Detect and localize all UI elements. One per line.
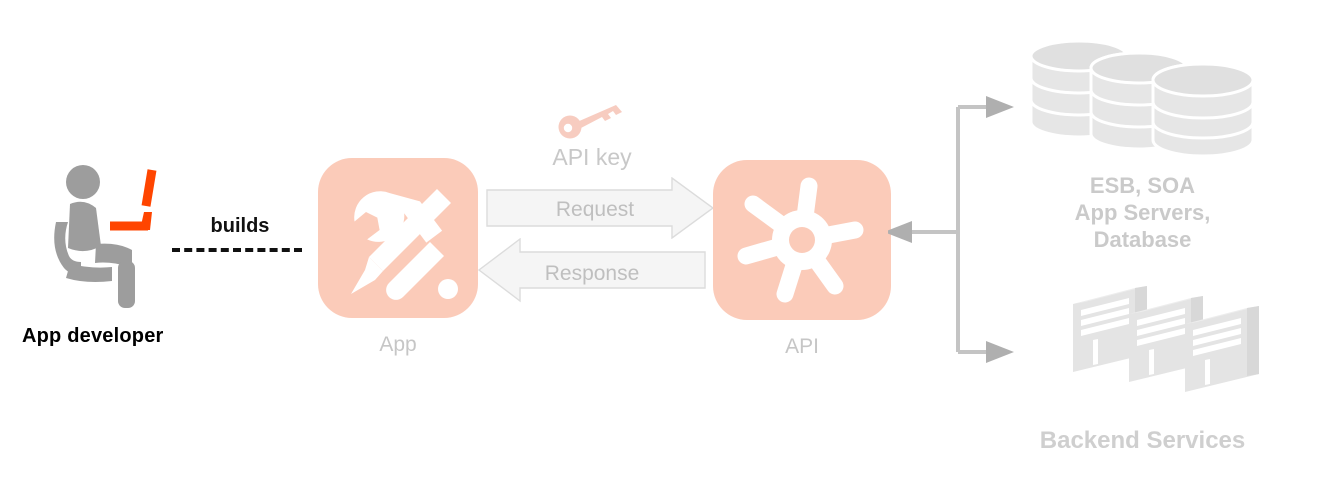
backend-data-tier-line-2: App Servers, bbox=[1074, 200, 1211, 225]
key-icon bbox=[558, 100, 628, 140]
api-key-label: API key bbox=[552, 144, 632, 170]
database-stack-icon bbox=[1025, 38, 1260, 158]
builds-label: builds bbox=[210, 215, 270, 237]
app-node[interactable] bbox=[318, 158, 478, 318]
backend-data-tier-line-1: ESB, SOA bbox=[1089, 173, 1196, 198]
builds-dashed-connector bbox=[172, 248, 302, 252]
request-arrow bbox=[486, 176, 715, 240]
api-node-label: API bbox=[785, 335, 819, 358]
backend-connector bbox=[884, 92, 1018, 367]
server-rack-icon bbox=[1025, 282, 1260, 397]
seated-person-with-laptop-icon bbox=[40, 160, 190, 310]
api-node[interactable] bbox=[713, 160, 891, 320]
backend-data-tier-line-3: Database bbox=[1093, 227, 1192, 252]
api-star-icon bbox=[713, 177, 891, 324]
app-developer-label: App developer bbox=[22, 325, 164, 347]
backend-services-label: Backend Services bbox=[1039, 427, 1246, 454]
app-node-label: App bbox=[379, 333, 417, 356]
response-arrow bbox=[477, 237, 706, 303]
backend-data-tier-label: ESB, SOA App Servers, Database bbox=[1010, 172, 1275, 253]
wrench-and-pencil-icon bbox=[318, 189, 478, 322]
request-label: Request bbox=[555, 198, 635, 221]
response-label: Response bbox=[544, 262, 640, 285]
